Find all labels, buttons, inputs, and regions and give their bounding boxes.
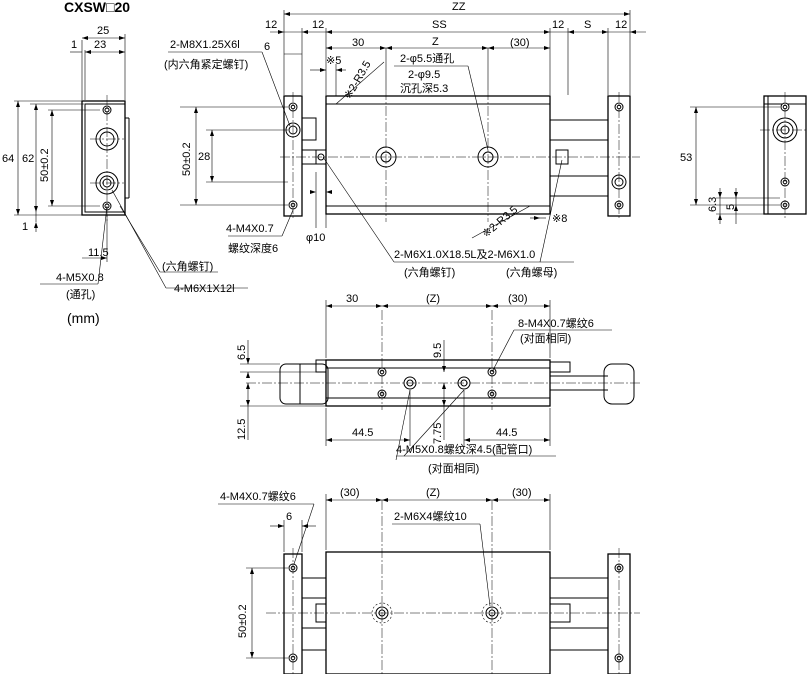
callout-front-hex-bolt: (六角螺钉) — [404, 266, 455, 279]
dim-top-7-75: 7.75 — [432, 423, 444, 444]
dim-front-phi10: φ10 — [306, 232, 325, 244]
dim-end-6-3: 6.3 — [707, 197, 719, 212]
top-view: 30 (Z) (30) 6.5 12.5 9.5 7.75 44.5 44.5 — [236, 293, 640, 475]
dim-top-30-ref: (30) — [508, 293, 528, 305]
callout-side-m6: 4-M6X1X12l — [174, 283, 235, 295]
end-view: 53 6.3 5 — [680, 92, 808, 224]
dim-side-1-top: 1 — [71, 39, 77, 51]
dim-bottom-30-ref: (30) — [512, 487, 532, 499]
dim-side-11-5: 11.5 — [88, 247, 109, 259]
dim-front-12-a: 12 — [265, 19, 277, 31]
note-front-8: ※8 — [552, 213, 567, 225]
dim-front-30-ref: (30) — [510, 37, 530, 49]
callout-front-m8-sub: (内六角紧定螺钉) — [164, 57, 248, 71]
unit-label: (mm) — [67, 310, 100, 326]
dim-front-50: 50±0.2 — [181, 142, 193, 176]
note-front-5: ※5 — [326, 55, 341, 67]
callout-side-hex-bolt: (六角螺钉) — [162, 260, 213, 273]
dim-bottom-50: 50±0.2 — [237, 604, 249, 638]
callout-top-m5: 4-M5X0.8螺纹深4.5(配管口) — [396, 442, 532, 456]
dim-front-12-c: 12 — [552, 19, 564, 31]
dim-front-ss: SS — [432, 19, 447, 31]
callout-front-m4: 4-M4X0.7 — [226, 223, 274, 235]
callout-front-m4-depth: 螺纹深度6 — [228, 241, 278, 255]
callout-front-hole-5-5: 2-φ5.5通孔 — [400, 52, 454, 65]
dim-front-30: 30 — [352, 37, 364, 49]
dim-side-50: 50±0.2 — [39, 148, 51, 182]
dim-front-s: S — [584, 19, 591, 31]
callout-side-m5: 4-M5X0.8 — [56, 272, 104, 284]
dim-top-9-5: 9.5 — [432, 343, 444, 358]
dim-top-z: (Z) — [426, 293, 440, 305]
front-view: ZZ 12 12 SS 12 S 12 6 30 Z (30) — [164, 1, 646, 279]
dim-side-62: 62 — [22, 153, 34, 165]
callout-top-m5-sub: (对面相同) — [428, 461, 479, 475]
dim-top-44-5-right: 44.5 — [496, 427, 517, 439]
dim-top-12-5: 12.5 — [236, 419, 248, 440]
callout-front-hex-nut: (六角螺母) — [506, 266, 557, 279]
callout-front-r35-top: ※2-R3.5 — [342, 59, 374, 102]
drawing-title: CXSW□20 — [64, 0, 130, 15]
callout-front-counterbore: 沉孔深5.3 — [400, 82, 448, 95]
dim-front-28: 28 — [198, 151, 210, 163]
dim-top-6-5: 6.5 — [236, 345, 248, 360]
dim-end-5: 5 — [725, 204, 737, 210]
dim-top-44-5-left: 44.5 — [352, 427, 373, 439]
callout-front-r35-bottom: ※2-R3.5 — [480, 204, 520, 240]
dim-bottom-z: (Z) — [426, 487, 440, 499]
dim-front-12-b: 12 — [312, 19, 324, 31]
dim-bottom-30: (30) — [340, 487, 360, 499]
side-view: 25 23 1 64 62 50±0.2 1 11.5 4-M5X0.8 (通孔… — [2, 25, 248, 301]
bottom-view: (30) (Z) (30) 6 50±0.2 4-M4X0.7螺纹6 2-M6X… — [218, 487, 640, 674]
callout-bottom-m4: 4-M4X0.7螺纹6 — [220, 489, 296, 503]
front-body — [325, 95, 551, 215]
dim-top-30: 30 — [346, 293, 358, 305]
callout-bottom-m6: 2-M6X4螺纹10 — [394, 509, 467, 523]
dim-side-1-bottom: 1 — [22, 221, 28, 233]
callout-front-m8: 2-M8X1.25X6l — [170, 39, 240, 51]
dim-side-23: 23 — [94, 39, 106, 51]
dim-bottom-6: 6 — [286, 511, 292, 523]
dim-side-64: 64 — [2, 153, 14, 165]
dim-side-25: 25 — [97, 25, 109, 37]
dim-front-zz: ZZ — [452, 1, 466, 13]
side-view-inner — [84, 103, 126, 213]
dim-end-53: 53 — [680, 152, 692, 164]
callout-front-m6-long: 2-M6X1.0X18.5L及2-M6X1.0 — [394, 249, 535, 261]
dim-front-z: Z — [432, 36, 439, 48]
callout-front-hole-9-5: 2-φ9.5 — [408, 69, 440, 81]
dim-front-6: 6 — [264, 41, 270, 53]
callout-side-m5-sub: (通孔) — [66, 288, 95, 301]
callout-top-m4: 8-M4X0.7螺纹6 — [518, 316, 594, 330]
callout-top-m4-sub: (对面相同) — [520, 331, 571, 345]
dim-front-12-d: 12 — [615, 19, 627, 31]
side-view-outline — [81, 100, 126, 216]
